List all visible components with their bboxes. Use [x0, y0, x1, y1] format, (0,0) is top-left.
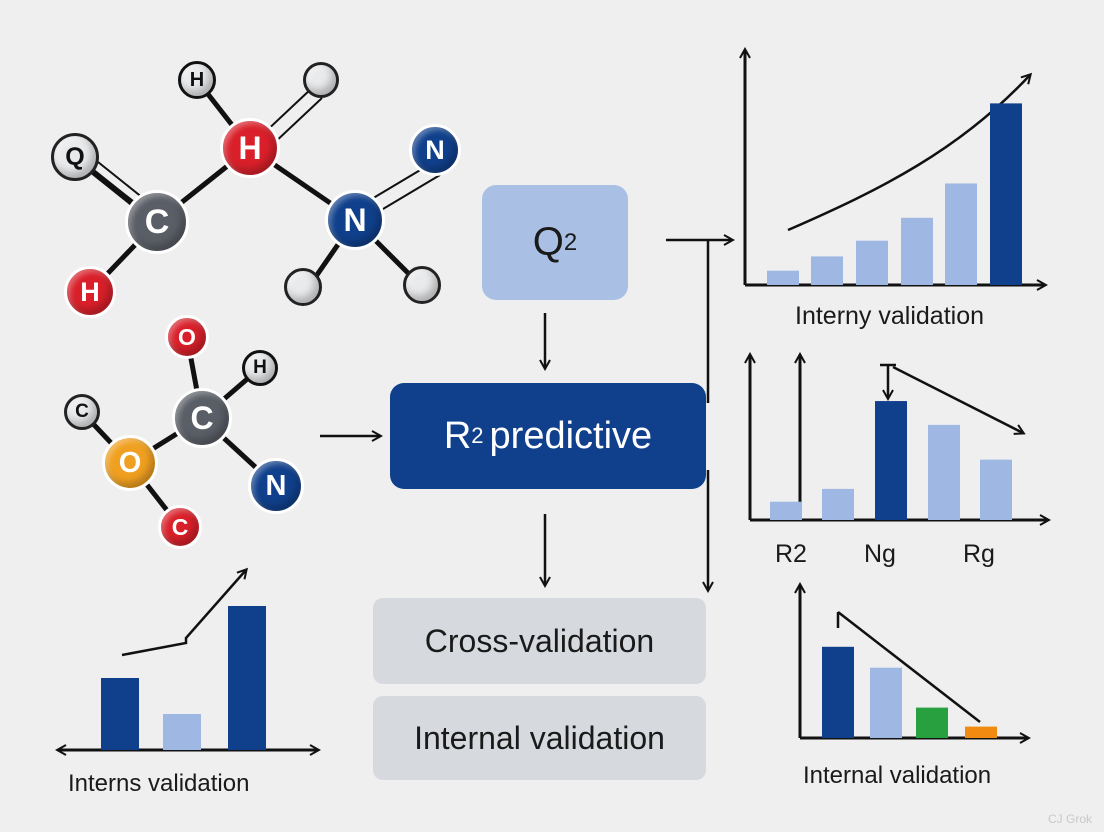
bottom-left-chart-label: Interns validation: [68, 770, 250, 797]
middle-right-bar-2: [875, 401, 907, 520]
watermark: CJ Grok: [1047, 812, 1092, 826]
middle-right-bar-1: [822, 488, 854, 520]
cross-validation-label: Cross-validation: [424, 622, 655, 659]
top-molecule-atom-4: N: [409, 124, 461, 176]
bottom-left-bar-0: [101, 678, 139, 750]
hydrogen-atom-0: [303, 62, 339, 98]
top-right-bar-2: [856, 240, 888, 285]
bottom-molecule-atom-5: N: [248, 458, 304, 514]
tick-label-rg: Rg: [963, 540, 995, 568]
top-right-bar-0: [767, 270, 799, 285]
bottom-molecule-atom-3: C: [64, 394, 100, 430]
top-molecule-atom-1: H: [220, 118, 280, 178]
trend-arrows: [121, 75, 1030, 723]
q2-subscript: 2: [563, 228, 578, 256]
bottom-molecule-atom-4: O: [102, 435, 158, 491]
r2-text: predictive: [489, 414, 653, 457]
top-right-chart-label: Interny validation: [795, 302, 985, 330]
middle-right-bar-4: [980, 459, 1012, 520]
top-molecule-atom-3: C: [125, 190, 189, 254]
bottom-molecule-atom-1: H: [242, 350, 278, 386]
top-molecule-atom-2: Q: [51, 133, 99, 181]
top-molecule-atom-5: N: [325, 190, 385, 250]
internal-validation-label: Internal validation: [414, 719, 665, 756]
bottom-molecule-atom-6: C: [158, 505, 202, 549]
q2-letter: Q: [532, 220, 564, 264]
chart-bars: [101, 103, 1022, 750]
top-molecule-atom-0: H: [178, 61, 216, 99]
middle-right-bar-3: [928, 424, 960, 520]
bottom-right-bar-1: [870, 667, 902, 738]
middle-right-bar-0: [770, 501, 802, 520]
hydrogen-atom-1: [284, 268, 322, 306]
bottom-left-bar-2: [228, 606, 266, 750]
r2-superscript: 2: [471, 423, 484, 448]
bottom-right-bar-2: [916, 707, 948, 738]
top-right-bar-1: [811, 256, 843, 285]
bottom-molecule-atom-0: O: [165, 315, 209, 359]
bottom-right-bar-3: [965, 726, 997, 738]
cross-validation-node: Cross-validation: [373, 598, 706, 684]
bottom-right-bar-0: [822, 646, 854, 738]
top-right-bar-3: [901, 217, 933, 285]
bottom-molecule-atom-2: C: [172, 388, 232, 448]
tick-label-r2: R2: [775, 540, 807, 568]
bottom-left-bar-1: [163, 714, 201, 750]
top-molecule-atom-6: H: [64, 266, 116, 318]
bottom-right-chart-label: Internal validation: [803, 762, 992, 789]
top-right-bar-4: [945, 183, 977, 285]
tick-label-ng: Ng: [864, 540, 896, 568]
hydrogen-atom-2: [403, 266, 441, 304]
top-right-bar-5: [990, 103, 1022, 285]
internal-validation-node: Internal validation: [373, 696, 706, 780]
flow-arrows: [320, 240, 732, 590]
r2-letter: R: [443, 414, 472, 457]
